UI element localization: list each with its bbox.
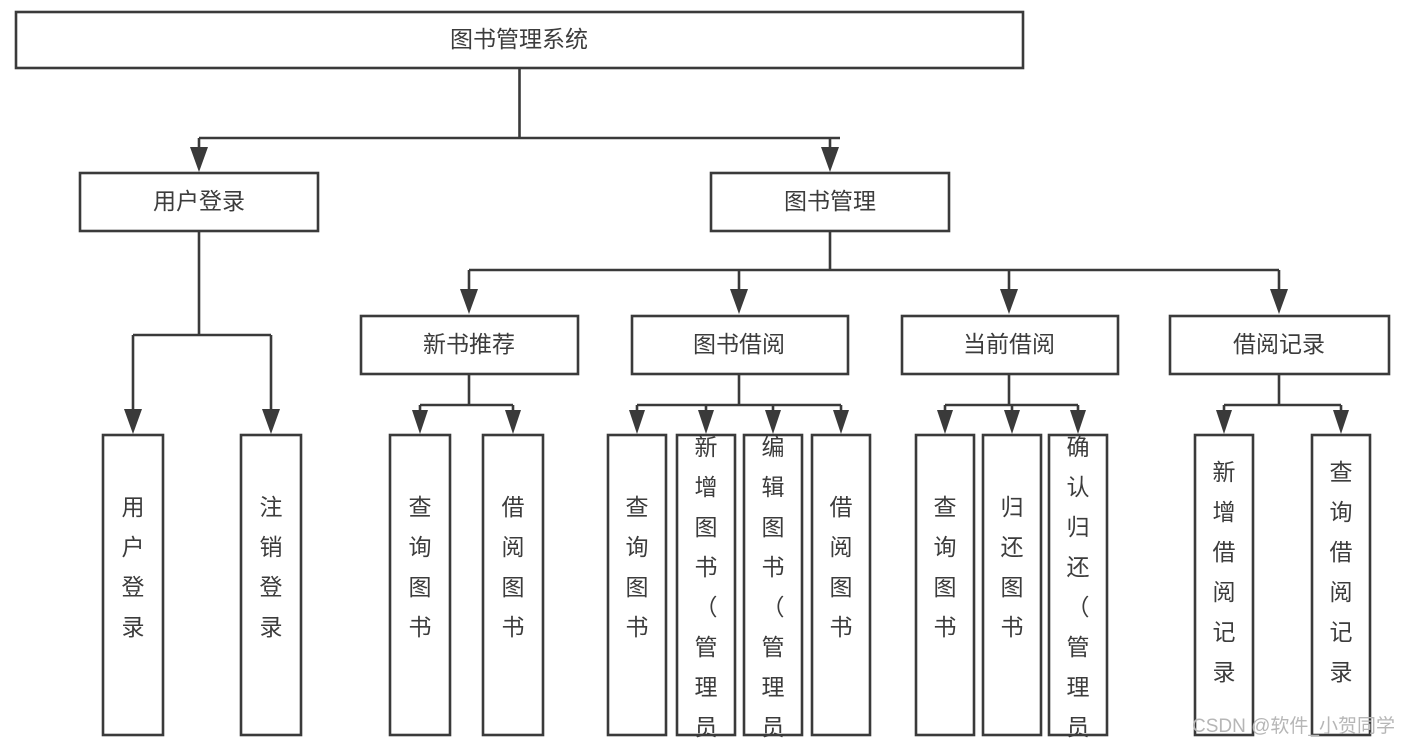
- node-root-system[interactable]: 图书管理系统: [14, 10, 1025, 70]
- node-borrow-record[interactable]: 借阅记录: [1168, 314, 1391, 376]
- node-new-book-recommend-label: 新书推荐: [423, 331, 515, 357]
- connector-bookborrow-to-leaves: [629, 374, 849, 434]
- leaf-box[interactable]: [742, 433, 804, 737]
- leaf-label: 借阅图书: [830, 494, 853, 640]
- leaf-box[interactable]: [1193, 433, 1255, 737]
- leaf-book-borrow-add[interactable]: 新增图书（管理员）: [675, 433, 737, 747]
- leaf-box[interactable]: [101, 433, 165, 737]
- leaf-label: 查询图书: [409, 494, 432, 640]
- leaf-label: 用户登录: [122, 494, 145, 640]
- leaf-box[interactable]: [606, 433, 668, 737]
- leaf-user-login-login[interactable]: 用户登录: [101, 433, 165, 737]
- connector-userlogin-to-leaves: [124, 231, 280, 434]
- node-root-label: 图书管理系统: [450, 26, 588, 52]
- leaf-box[interactable]: [239, 433, 303, 737]
- node-user-login[interactable]: 用户登录: [78, 171, 320, 233]
- leaf-label: 注销登录: [260, 494, 283, 640]
- node-book-borrow[interactable]: 图书借阅: [630, 314, 850, 376]
- csdn-watermark: CSDN @软件_小贺同学: [1192, 715, 1395, 737]
- leaf-borrow-record-add[interactable]: 新增借阅记录: [1193, 433, 1255, 737]
- node-user-login-box[interactable]: [78, 171, 320, 233]
- leaf-label: 归还图书: [1001, 494, 1024, 640]
- node-user-login-label: 用户登录: [153, 188, 245, 214]
- node-new-book-recommend[interactable]: 新书推荐: [359, 314, 580, 376]
- leaf-label: 查询图书: [934, 494, 957, 640]
- leaf-box[interactable]: [1047, 433, 1109, 737]
- node-new-book-recommend-box[interactable]: [359, 314, 580, 376]
- leaf-box[interactable]: [1310, 433, 1372, 737]
- connector-borrowrecord-to-leaves: [1216, 374, 1349, 434]
- leaf-box[interactable]: [675, 433, 737, 737]
- leaf-box[interactable]: [914, 433, 976, 737]
- node-current-borrow[interactable]: 当前借阅: [900, 314, 1120, 376]
- node-borrow-record-box[interactable]: [1168, 314, 1391, 376]
- leaf-label: 新增借阅记录: [1213, 459, 1236, 685]
- node-book-management-box[interactable]: [709, 171, 951, 233]
- node-root-box[interactable]: [14, 10, 1025, 70]
- leaf-label: 确认归还（管理员）: [1067, 434, 1090, 747]
- leaf-box[interactable]: [388, 433, 452, 737]
- leaf-borrow-record-query[interactable]: 查询借阅记录: [1310, 433, 1372, 737]
- connector-newbook-to-leaves: [412, 374, 521, 434]
- leaf-new-book-query[interactable]: 查询图书: [388, 433, 452, 737]
- leaf-book-borrow-edit[interactable]: 编辑图书（管理员）: [742, 433, 804, 747]
- leaf-box[interactable]: [481, 433, 545, 737]
- leaf-current-borrow-return[interactable]: 归还图书: [981, 433, 1043, 737]
- leaf-new-book-borrow[interactable]: 借阅图书: [481, 433, 545, 737]
- leaf-box[interactable]: [981, 433, 1043, 737]
- leaf-label: 新增图书（管理员）: [695, 434, 718, 747]
- leaf-book-borrow-query[interactable]: 查询图书: [606, 433, 668, 737]
- node-borrow-record-label: 借阅记录: [1233, 331, 1325, 357]
- leaf-label: 查询图书: [626, 494, 649, 640]
- connector-root-to-level2: [190, 68, 840, 172]
- node-book-management[interactable]: 图书管理: [709, 171, 951, 233]
- leaf-user-login-logout[interactable]: 注销登录: [239, 433, 303, 737]
- connector-currentborrow-to-leaves: [937, 374, 1086, 434]
- leaf-current-borrow-confirm[interactable]: 确认归还（管理员）: [1047, 433, 1109, 747]
- leaf-box[interactable]: [810, 433, 872, 737]
- node-current-borrow-box[interactable]: [900, 314, 1120, 376]
- connector-bookmgmt-to-level3: [460, 231, 1288, 314]
- node-book-management-label: 图书管理: [784, 188, 876, 214]
- node-book-borrow-label: 图书借阅: [693, 331, 785, 357]
- leaf-label: 查询借阅记录: [1330, 459, 1353, 685]
- leaf-label: 编辑图书（管理员）: [762, 434, 785, 747]
- leaf-current-borrow-query[interactable]: 查询图书: [914, 433, 976, 737]
- node-current-borrow-label: 当前借阅: [963, 331, 1055, 357]
- leaf-label: 借阅图书: [502, 494, 525, 640]
- node-book-borrow-box[interactable]: [630, 314, 850, 376]
- leaf-book-borrow-borrow[interactable]: 借阅图书: [810, 433, 872, 737]
